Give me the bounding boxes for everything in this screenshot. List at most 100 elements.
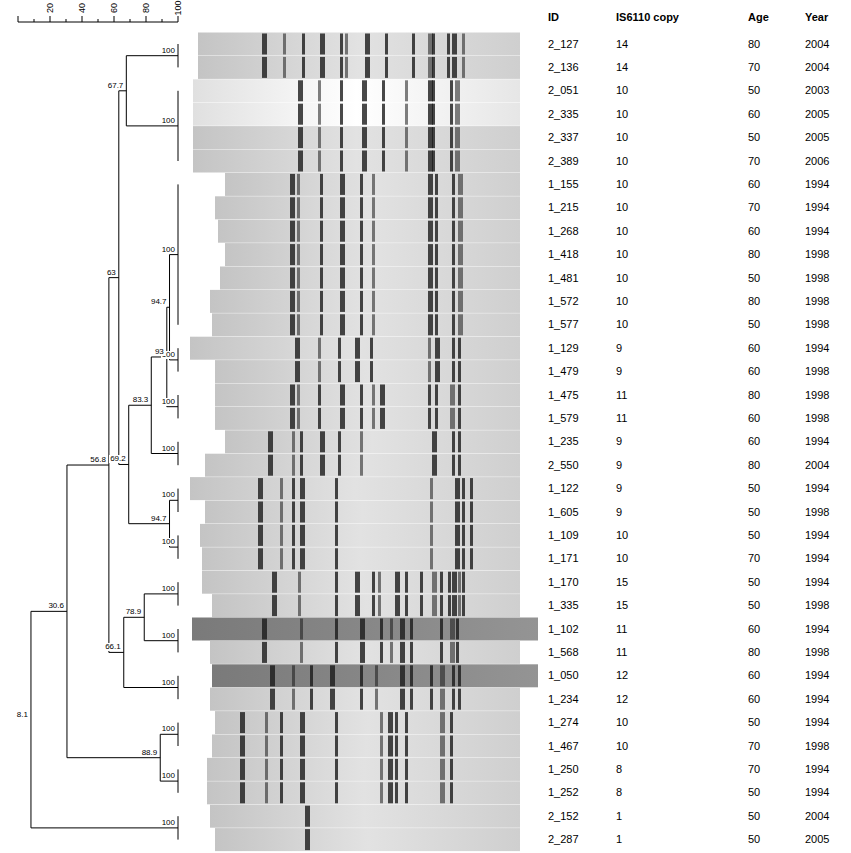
similarity-value: 56.8 — [89, 456, 107, 464]
similarity-value: 63 — [106, 269, 117, 277]
isolate-id-cell: 2_287 — [548, 834, 579, 845]
similarity-value: 100 — [161, 679, 176, 687]
similarity-value: 100 — [161, 632, 176, 640]
isolate-id-cell: 1_335 — [548, 600, 579, 611]
age-cell: 50 — [748, 834, 760, 845]
isolate-id-cell: 2_152 — [548, 811, 579, 822]
similarity-value: 100 — [161, 117, 176, 125]
year-cell: 1998 — [805, 741, 829, 752]
axis-tick-label: 40 — [78, 3, 87, 13]
year-cell: 1994 — [805, 530, 829, 541]
year-cell: 1994 — [805, 577, 829, 588]
isolate-id-cell: 1_109 — [548, 530, 579, 541]
similarity-value: 100 — [161, 725, 176, 733]
age-cell: 70 — [748, 741, 760, 752]
age-cell: 50 — [748, 600, 760, 611]
isolate-id-cell: 1_170 — [548, 577, 579, 588]
age-cell: 80 — [748, 296, 760, 307]
age-cell: 50 — [748, 132, 760, 143]
year-cell: 2005 — [805, 109, 829, 120]
copy-number-cell: 10 — [616, 226, 628, 237]
similarity-value: 100 — [161, 585, 176, 593]
age-cell: 70 — [748, 553, 760, 564]
isolate-id-cell: 1_577 — [548, 319, 579, 330]
similarity-value: 94.7 — [150, 515, 168, 523]
year-cell: 1998 — [805, 390, 829, 401]
isolate-id-cell: 2_337 — [548, 132, 579, 143]
copy-number-cell: 1 — [616, 834, 622, 845]
isolate-id-cell: 1_250 — [548, 764, 579, 775]
age-cell: 50 — [748, 273, 760, 284]
copy-number-cell: 12 — [616, 670, 628, 681]
copy-number-cell: 11 — [616, 624, 627, 635]
isolate-id-cell: 1_274 — [548, 717, 579, 728]
year-cell: 1994 — [805, 343, 829, 354]
year-cell: 1994 — [805, 787, 829, 798]
copy-number-cell: 9 — [616, 436, 622, 447]
age-cell: 60 — [748, 694, 760, 705]
axis-tick-label: 80 — [142, 3, 151, 13]
copy-number-cell: 10 — [616, 296, 628, 307]
age-cell: 50 — [748, 319, 760, 330]
copy-number-cell: 14 — [616, 62, 628, 73]
isolate-id-cell: 2_051 — [548, 85, 579, 96]
similarity-value: 100 — [161, 772, 176, 780]
age-cell: 60 — [748, 624, 760, 635]
copy-number-cell: 10 — [616, 132, 628, 143]
year-cell: 2005 — [805, 834, 829, 845]
copy-number-cell: 10 — [616, 249, 628, 260]
isolate-id-cell: 1_234 — [548, 694, 579, 705]
copy-number-cell: 15 — [616, 600, 628, 611]
similarity-value: 83.3 — [132, 396, 150, 404]
age-cell: 70 — [748, 202, 760, 213]
isolate-id-cell: 1_102 — [548, 624, 579, 635]
age-cell: 50 — [748, 85, 760, 96]
copy-number-cell: 10 — [616, 741, 628, 752]
year-cell: 1994 — [805, 717, 829, 728]
copy-number-cell: 9 — [616, 460, 622, 471]
year-cell: 1994 — [805, 179, 829, 190]
age-cell: 80 — [748, 390, 760, 401]
similarity-value: 88.9 — [141, 749, 159, 757]
isolate-id-cell: 1_050 — [548, 670, 579, 681]
column-header: Year — [805, 12, 828, 23]
year-cell: 1998 — [805, 600, 829, 611]
age-cell: 50 — [748, 530, 760, 541]
age-cell: 50 — [748, 811, 760, 822]
isolate-id-cell: 1_467 — [548, 741, 579, 752]
isolate-id-cell: 1_171 — [548, 553, 579, 564]
similarity-value: 100 — [161, 491, 176, 499]
similarity-value: 67.7 — [107, 82, 125, 90]
year-cell: 1998 — [805, 647, 829, 658]
copy-number-cell: 10 — [616, 85, 628, 96]
similarity-value: 100 — [161, 445, 176, 453]
copy-number-cell: 10 — [616, 109, 628, 120]
similarity-value: 100 — [161, 47, 176, 55]
age-cell: 50 — [748, 483, 760, 494]
age-cell: 60 — [748, 436, 760, 447]
year-cell: 1994 — [805, 624, 829, 635]
isolate-id-cell: 1_572 — [548, 296, 579, 307]
copy-number-cell: 8 — [616, 764, 622, 775]
age-cell: 70 — [748, 764, 760, 775]
similarity-value: 30.6 — [47, 602, 65, 610]
age-cell: 50 — [748, 507, 760, 518]
year-cell: 2004 — [805, 39, 829, 50]
similarity-value: 66.1 — [104, 643, 122, 651]
axis-tick-label: 20 — [46, 3, 55, 13]
year-cell: 1994 — [805, 436, 829, 447]
isolate-id-cell: 1_418 — [548, 249, 579, 260]
copy-number-cell: 11 — [616, 413, 627, 424]
isolate-id-cell: 2_550 — [548, 460, 579, 471]
isolate-id-cell: 1_235 — [548, 436, 579, 447]
copy-number-cell: 9 — [616, 366, 622, 377]
year-cell: 1998 — [805, 296, 829, 307]
copy-number-cell: 10 — [616, 717, 628, 728]
year-cell: 2004 — [805, 811, 829, 822]
similarity-value: 69.2 — [109, 455, 127, 463]
copy-number-cell: 10 — [616, 530, 628, 541]
year-cell: 1994 — [805, 670, 829, 681]
copy-number-cell: 12 — [616, 694, 628, 705]
axis-tick-label: 60 — [110, 3, 119, 13]
isolate-id-cell: 1_579 — [548, 413, 579, 424]
